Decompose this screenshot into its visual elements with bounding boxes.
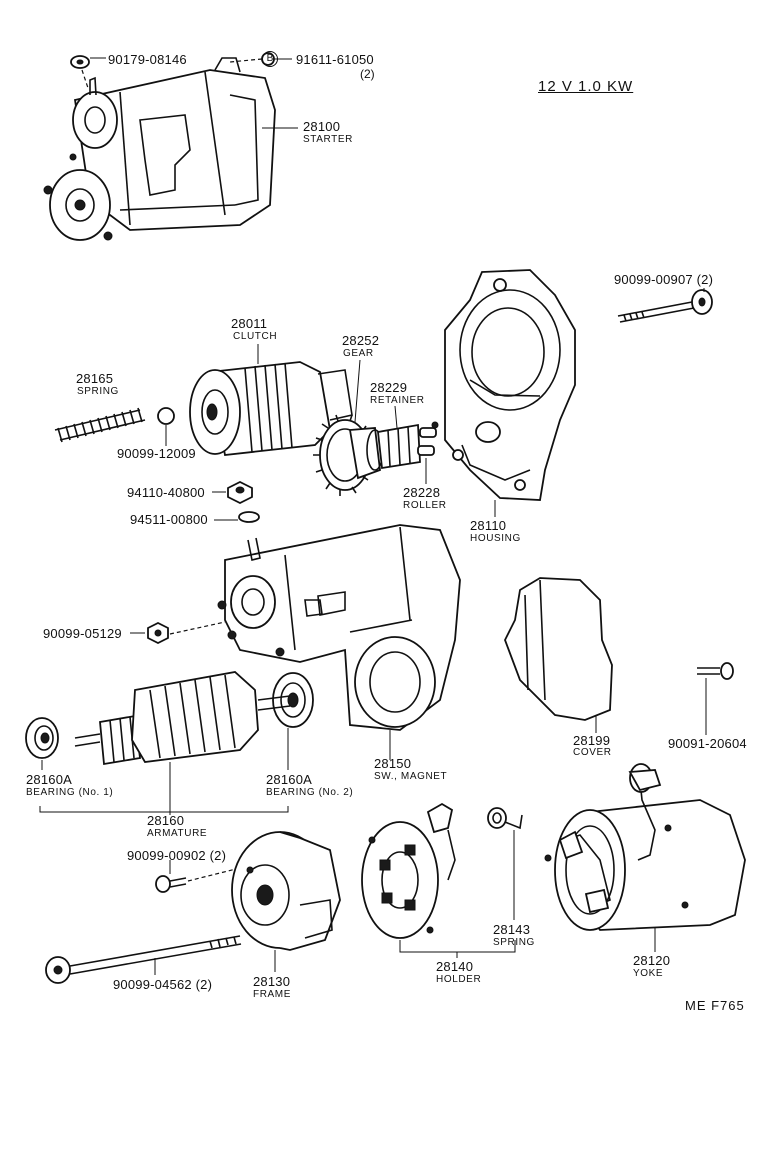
part-name-yoke: YOKE [633, 968, 664, 979]
part-name-spring-28143: SPRING [493, 937, 535, 948]
part-number-91611-61050: 91611-61050 [296, 52, 374, 67]
part-number-28011: 28011 [231, 316, 268, 331]
ball-90099-12009-drawing [157, 407, 175, 425]
part-name-frame: FRAME [253, 989, 291, 1000]
part-name-bearing-no2: BEARING (No. 2) [266, 787, 354, 798]
part-name-armature: ARMATURE [147, 828, 208, 839]
part-number-90099-12009: 90099-12009 [117, 446, 196, 461]
part-number-28140: 28140 [436, 959, 474, 974]
part-number-94511-00800: 94511-00800 [130, 512, 208, 527]
part-number-28160A-no1: 28160A [26, 772, 73, 787]
part-name-sw-magnet: SW., MAGNET [374, 771, 448, 782]
part-number-28228: 28228 [403, 485, 441, 500]
quantity-91611-61050: (2) [360, 67, 375, 81]
part-number-28100: 28100 [303, 119, 341, 134]
part-number-28143: 28143 [493, 922, 531, 937]
part-number-90179-08146: 90179-08146 [108, 52, 187, 67]
part-name-clutch: CLUTCH [233, 331, 278, 342]
nut-94110-40800-drawing [227, 480, 253, 505]
cover-28199-drawing [504, 577, 613, 721]
magnet-switch-28150-drawing [217, 524, 461, 731]
yoke-28120-drawing [544, 763, 746, 931]
screw-90099-00902-drawing [155, 867, 241, 893]
part-number-90091-20604: 90091-20604 [668, 736, 747, 751]
starter-assembly-drawing [43, 57, 276, 241]
nut-90099-05129-drawing [147, 621, 226, 645]
armature-28160-drawing [74, 671, 291, 766]
part-number-28229: 28229 [370, 380, 408, 395]
part-number-90099-04562: 90099-04562 (2) [113, 977, 213, 992]
retainer-28229-drawing [377, 423, 421, 470]
part-name-holder: HOLDER [436, 974, 482, 985]
washer-94511-00800-drawing [238, 511, 260, 523]
roller-28228-drawing [417, 427, 437, 456]
part-number-28165: 28165 [76, 371, 114, 386]
part-number-28110: 28110 [470, 518, 507, 533]
bearing-no2-drawing [272, 672, 314, 728]
part-number-28160: 28160 [147, 813, 185, 828]
brush-holder-28140-drawing [361, 802, 456, 939]
part-name-housing: HOUSING [470, 533, 521, 544]
part-number-94110-40800: 94110-40800 [127, 485, 205, 500]
part-name-starter: STARTER [303, 134, 353, 145]
clutch-28011-drawing [189, 361, 353, 456]
part-name-roller: ROLLER [403, 500, 447, 511]
part-number-28160A-no2: 28160A [266, 772, 313, 787]
marker-b-badge: B [262, 51, 278, 67]
bearing-no1-drawing [25, 717, 59, 759]
part-number-28199: 28199 [573, 733, 611, 748]
frame-28130-drawing [231, 831, 341, 951]
bolt-90099-00907-drawing [617, 289, 713, 323]
part-number-90099-00902: 90099-00902 (2) [127, 848, 227, 863]
part-number-28252: 28252 [342, 333, 380, 348]
part-number-28150: 28150 [374, 756, 412, 771]
part-name-retainer: RETAINER [370, 395, 425, 406]
voltage-power-spec: 12 V 1.0 KW [538, 78, 634, 95]
part-name-cover: COVER [573, 747, 612, 758]
part-number-28130: 28130 [253, 974, 291, 989]
spring-28165-drawing [54, 407, 146, 443]
part-number-28120: 28120 [633, 953, 671, 968]
part-name-gear: GEAR [343, 348, 374, 359]
brush-spring-28143-drawing [487, 807, 523, 830]
nut-90179-08146-drawing [70, 55, 90, 89]
part-number-90099-05129: 90099-05129 [43, 626, 122, 641]
part-name-bearing-no1: BEARING (No. 1) [26, 787, 114, 798]
part-number-90099-00907: 90099-00907 (2) [614, 272, 714, 287]
illustration-code: ME F765 [685, 998, 745, 1013]
bolt-90091-20604-drawing [697, 662, 734, 680]
bolt-90099-04562-drawing [45, 935, 242, 984]
housing-28110-drawing [431, 269, 576, 501]
part-name-spring-28165: SPRING [77, 386, 119, 397]
